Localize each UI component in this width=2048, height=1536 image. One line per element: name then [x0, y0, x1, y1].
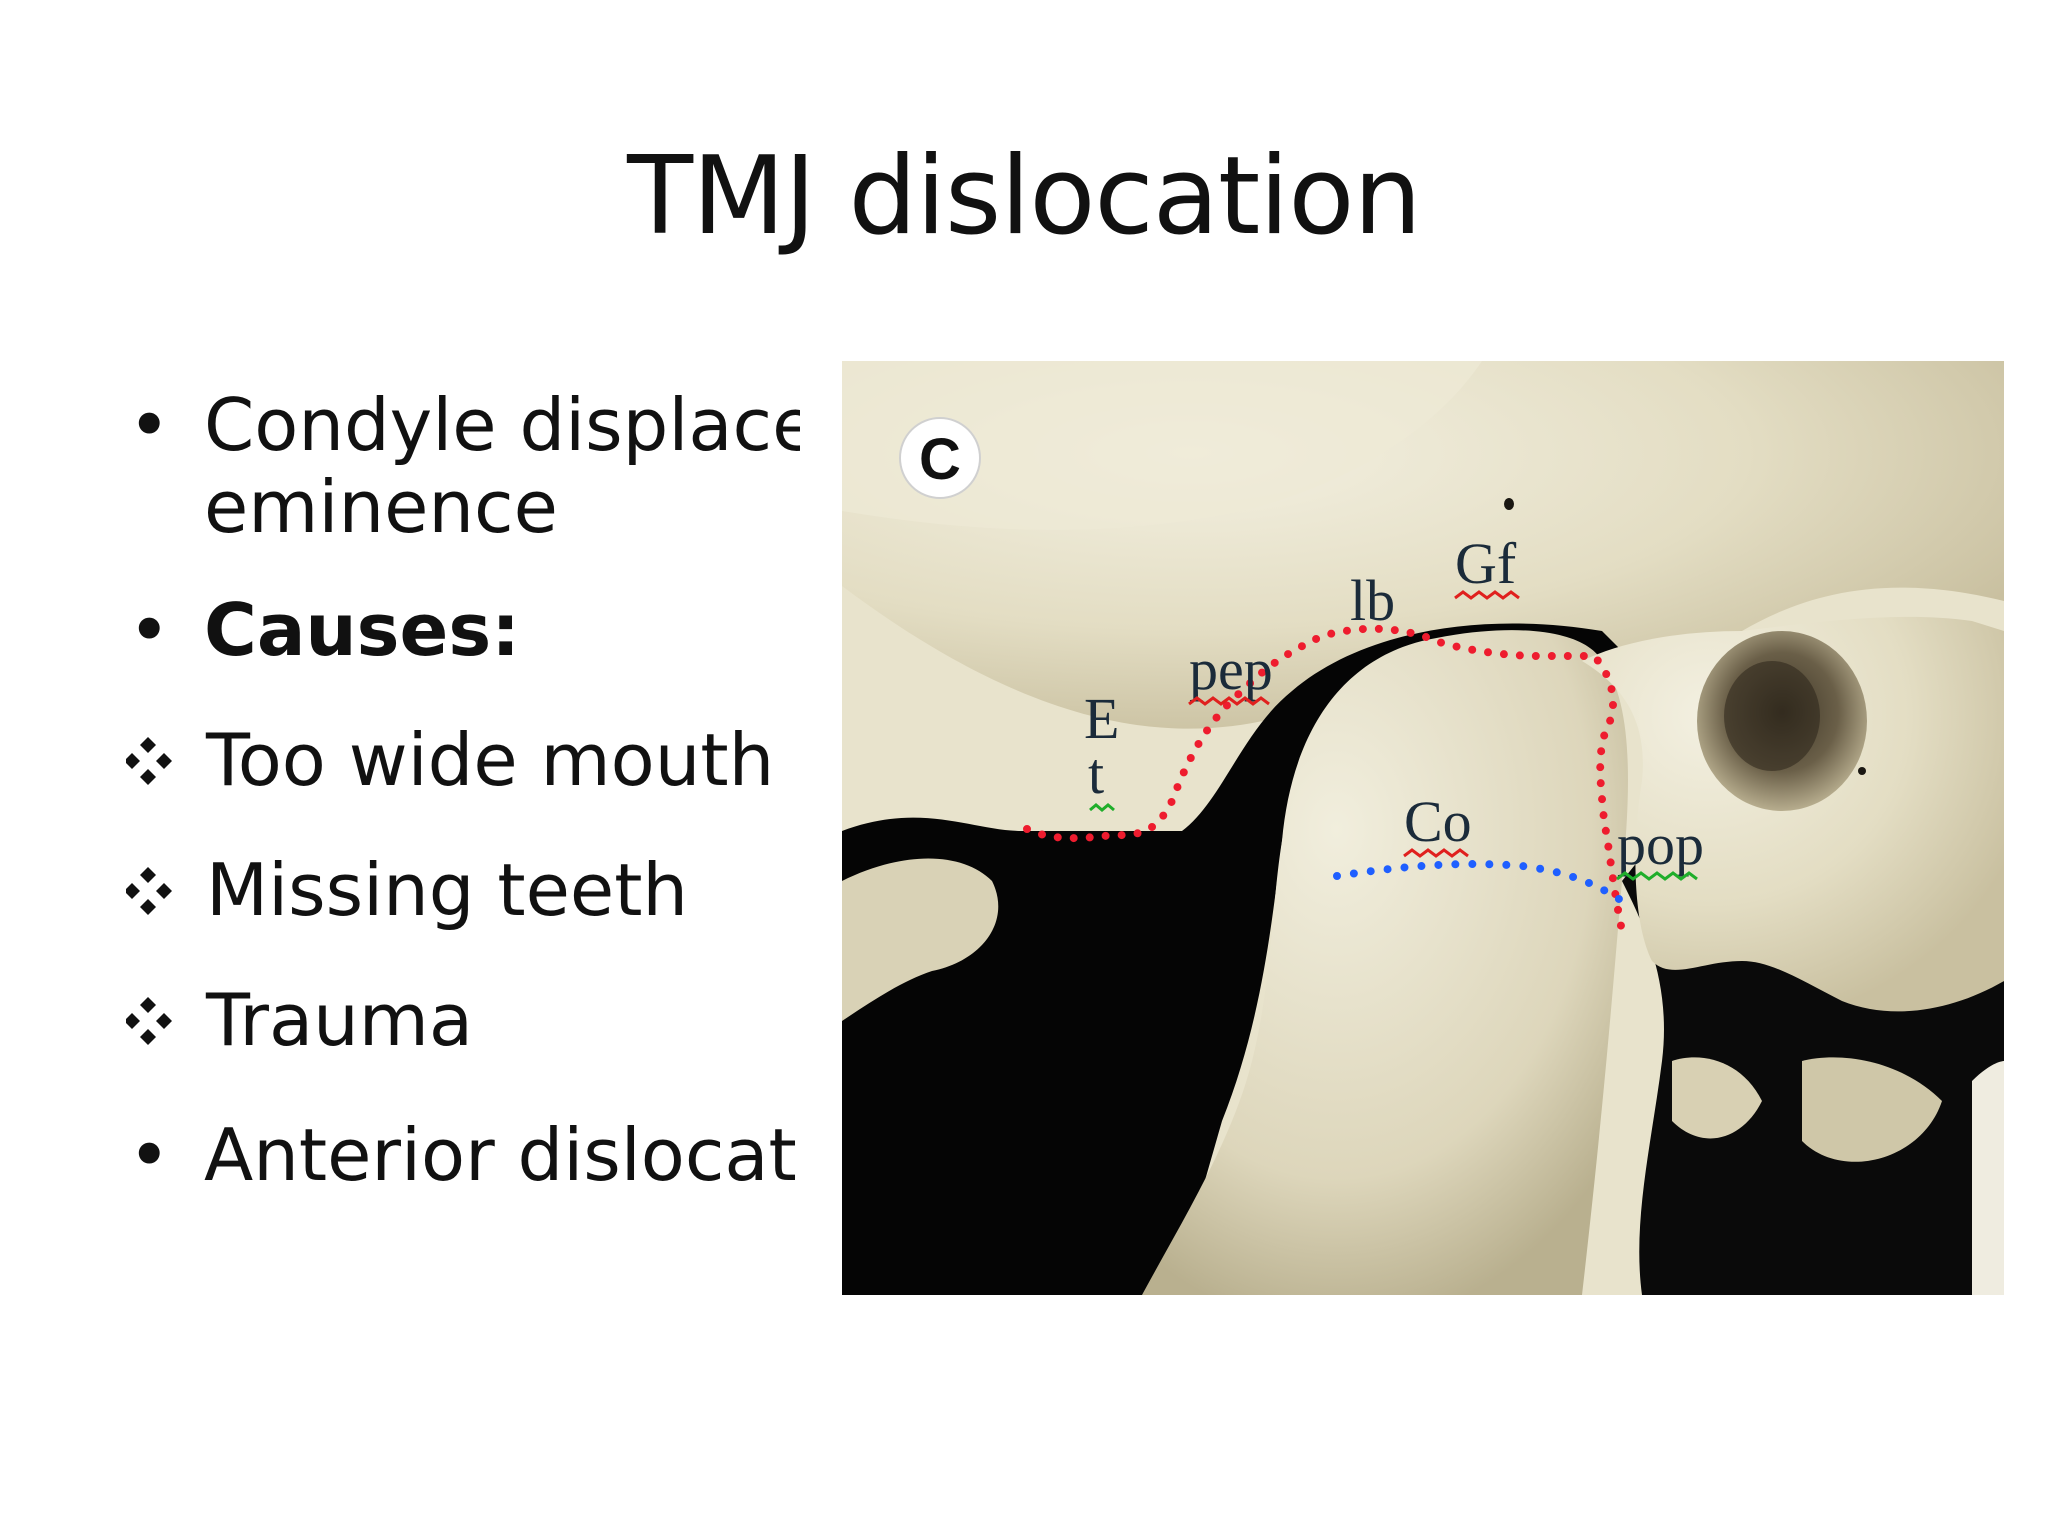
tmj-bone-illustration: C E t pep lb Gf Co pop: [842, 361, 2004, 1295]
label-gf: Gf: [1455, 531, 1517, 596]
bullet-text-causes: Causes:: [204, 588, 521, 672]
condyle-blue-dots: [1333, 860, 1626, 905]
bullet-list: • Condyle displace eminence • Causes: To…: [120, 380, 800, 1280]
bullet-text: Condyle displace: [204, 383, 800, 467]
diamond-bullet-icon: [126, 867, 172, 915]
mandibular-condyle: [1142, 630, 1628, 1295]
bullet-dot: •: [128, 588, 171, 672]
bullet-dot: •: [128, 1113, 171, 1197]
sub-bullet-text: Trauma: [206, 978, 474, 1062]
gf-underline: [1454, 590, 1520, 600]
styloid-fragment: [1672, 1057, 1762, 1139]
label-t: t: [1088, 741, 1104, 806]
pop-underline: [1616, 871, 1698, 881]
co-underline: [1403, 848, 1469, 858]
postglenoid-process: [1582, 616, 2004, 1012]
label-e: E: [1084, 686, 1119, 751]
sub-bullet-text: Missing teeth: [206, 848, 689, 932]
t-underline: [1089, 803, 1115, 812]
bone-pit: [1858, 767, 1866, 775]
label-lb: lb: [1350, 568, 1395, 633]
label-co: Co: [1404, 789, 1472, 854]
ear-canal-inner: [1724, 661, 1820, 771]
mastoid-fragment: [1802, 1057, 1942, 1162]
panel-letter: C: [919, 427, 961, 492]
diamond-bullet-icon: [126, 737, 172, 785]
panel-letter-badge: [899, 417, 981, 499]
bullet-text-continuation: eminence: [204, 465, 558, 549]
slide-title: TMJ dislocation: [627, 134, 1422, 259]
right-edge-bone: [1972, 1061, 2004, 1295]
bullet-dot: •: [128, 383, 171, 467]
label-pep: pep: [1189, 637, 1273, 702]
left-bone-lobe: [842, 858, 999, 1021]
diamond-bullet-icon: [126, 997, 172, 1045]
tmj-skull-photo: C E t pep lb Gf Co pop: [842, 361, 2004, 1295]
pep-underline: [1188, 696, 1270, 706]
bone-pit: [1504, 498, 1514, 510]
bullet-text: Anterior dislocat: [204, 1113, 797, 1197]
label-pop: pop: [1617, 812, 1704, 877]
cavity-shadow: [842, 623, 1632, 1295]
upper-bone-highlight: [842, 361, 1482, 530]
sub-bullet-text: Too wide mouth: [206, 718, 775, 802]
